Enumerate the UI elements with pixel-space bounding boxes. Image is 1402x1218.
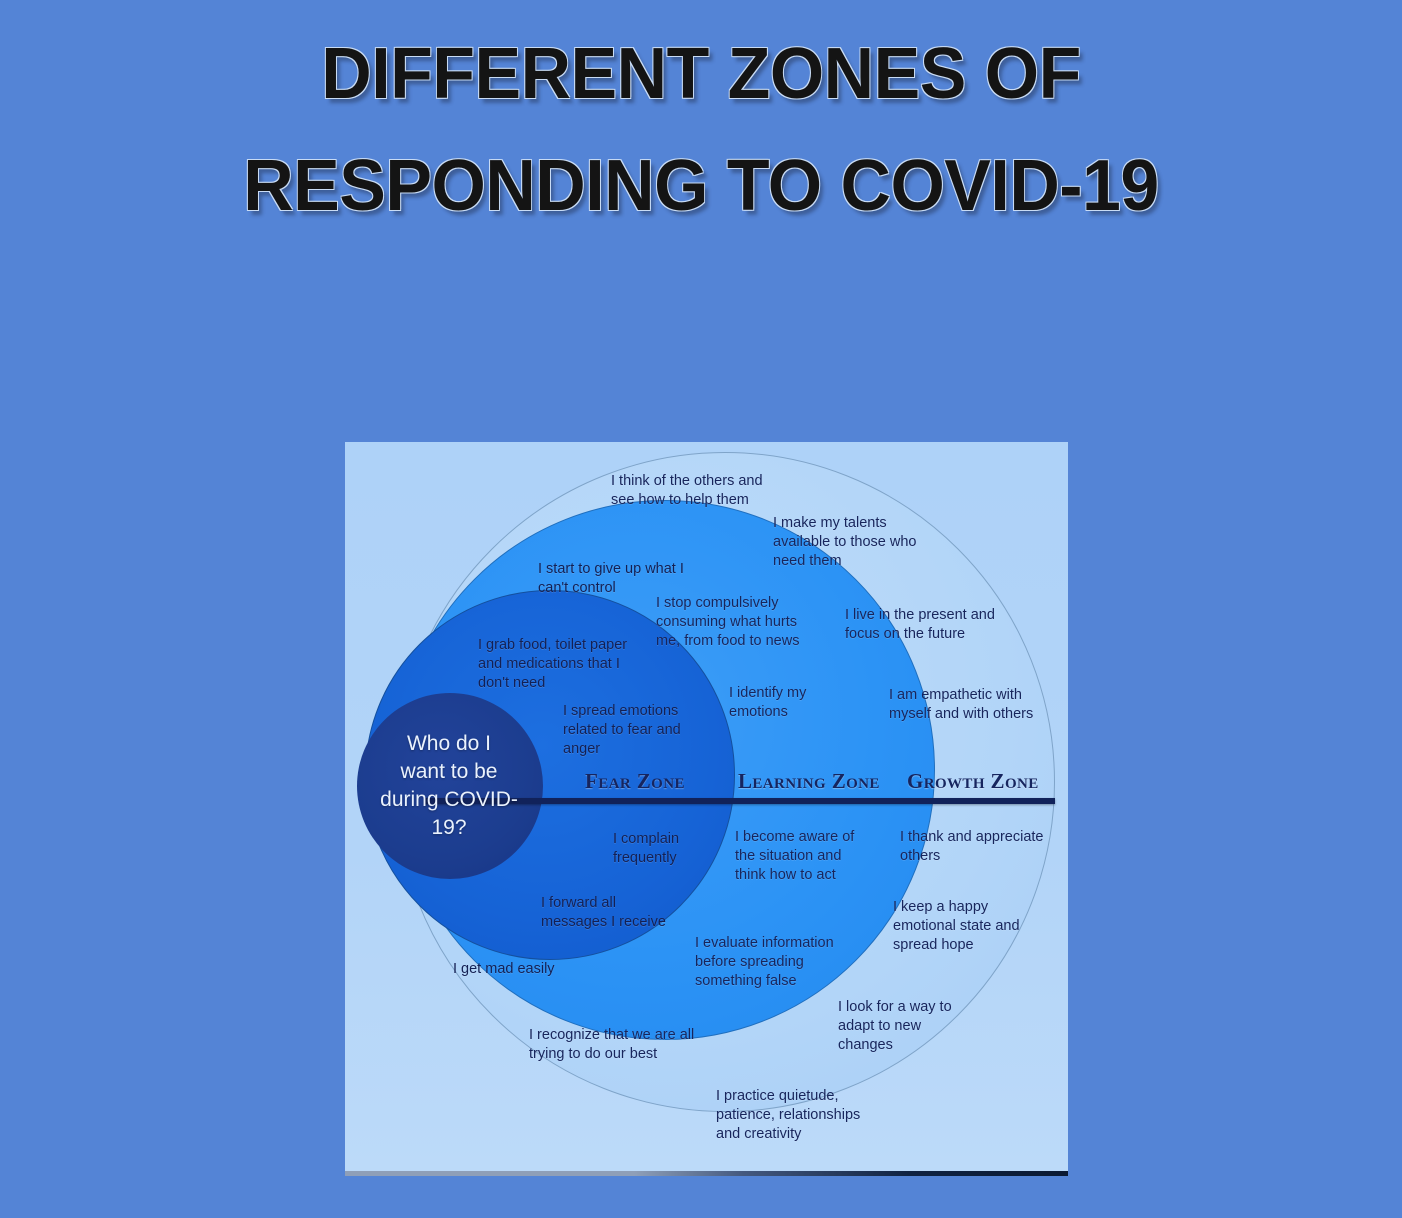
zone-divider-line <box>425 798 1055 804</box>
growth-statement: I look for a way to adapt to new changes <box>838 999 952 1053</box>
learning-statement: I become aware of the situation and thin… <box>735 829 855 883</box>
growth-statement: I live in the present and focus on the f… <box>845 607 995 642</box>
panel-bottom-rule <box>345 1171 1068 1176</box>
growth-statement: I think of the others and see how to hel… <box>611 473 763 508</box>
growth-statement: I am empathetic with myself and with oth… <box>889 687 1034 722</box>
fear-statement: I get mad easily <box>453 961 555 977</box>
learning-statement: I recognize that we are all trying to do… <box>529 1027 695 1062</box>
fear-statement: I spread emotions related to fear and an… <box>563 703 681 757</box>
growth-statement: I practice quietude, patience, relations… <box>716 1088 861 1142</box>
fear-statement: I start to give up what I can't control <box>538 561 684 596</box>
learning-statement: I stop compulsively consuming what hurts… <box>656 595 800 649</box>
learning-statement: I identify my emotions <box>729 685 807 720</box>
page-title: DIFFERENT ZONES OF RESPONDING TO COVID-1… <box>243 34 1159 226</box>
fear-statement: I complain frequently <box>613 831 680 866</box>
zone-label-growth: Growth Zone <box>907 769 1039 793</box>
zone-label-learning: Learning Zone <box>738 769 880 793</box>
learning-statement: I evaluate information before spreading … <box>695 935 834 989</box>
core-question-circle <box>357 693 543 879</box>
growth-statement: I thank and appreciate others <box>900 829 1044 864</box>
fear-statement: I forward all messages I receive <box>541 895 666 930</box>
zone-label-fear: Fear Zone <box>585 769 685 793</box>
fear-statement: I grab food, toilet paper and medication… <box>478 637 628 691</box>
zones-diagram-panel: Who do I want to be during COVID- 19? Fe… <box>345 442 1068 1175</box>
growth-statement: I keep a happy emotional state and sprea… <box>893 899 1020 953</box>
core-question-text: Who do I want to be during COVID- 19? <box>380 732 518 839</box>
growth-statement: I make my talents available to those who… <box>773 515 917 569</box>
